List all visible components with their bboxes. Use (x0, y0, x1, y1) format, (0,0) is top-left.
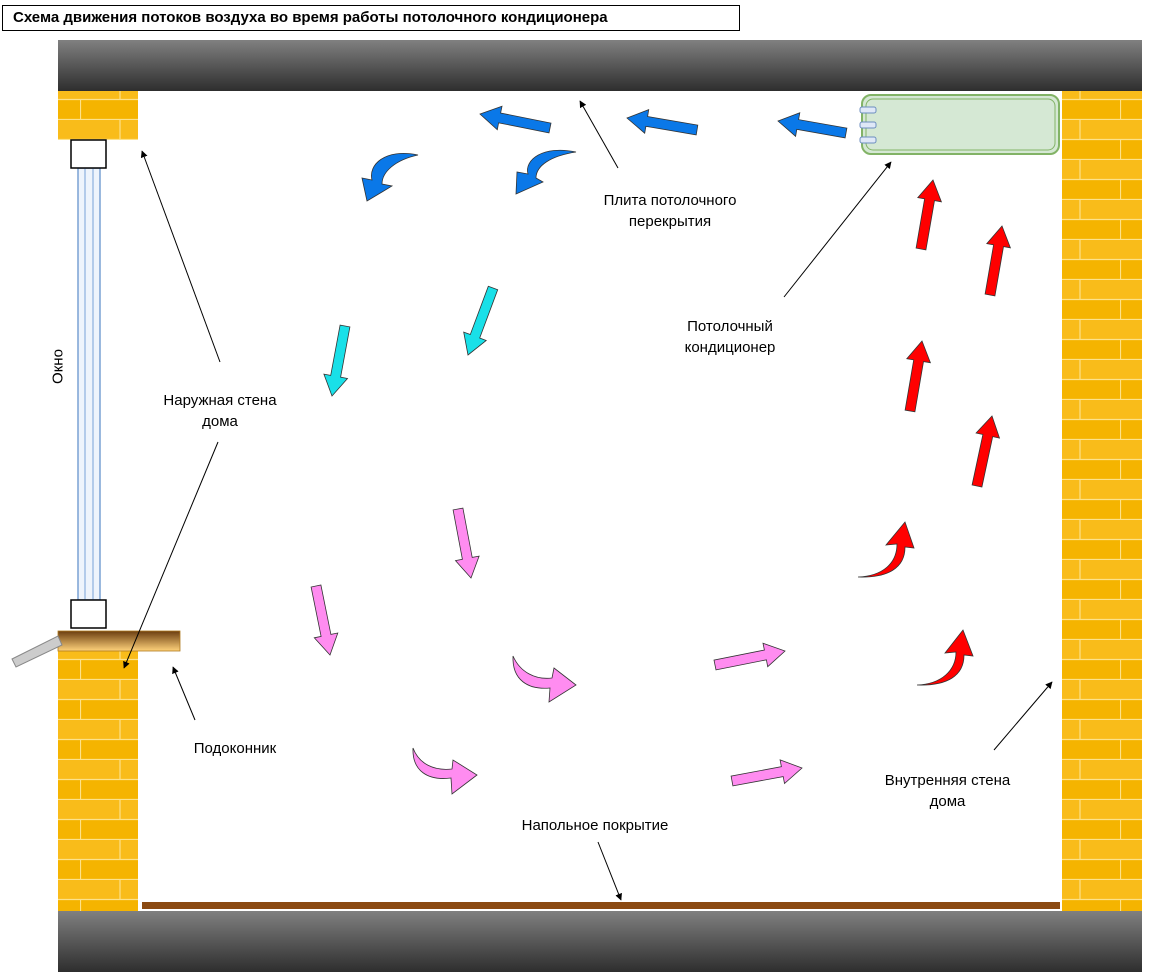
mixed-air-arrow (713, 642, 786, 671)
cold-air-arrow (777, 112, 848, 139)
warm-air-arrow (904, 340, 932, 413)
pointer-lines (123, 100, 1053, 901)
floor-slab (58, 911, 1142, 972)
warm-air-arrow (971, 415, 1001, 488)
diagram-title: Схема движения потоков воздуха во время … (2, 5, 740, 31)
window-sill (11, 630, 181, 668)
label-ceiling-slab: Плита потолочного перекрытия (603, 192, 737, 230)
mixed-air-curve-arrow (512, 655, 577, 703)
cool-air-arrow (463, 285, 499, 356)
label-ceiling-ac: Потолочный кондиционер (684, 318, 776, 356)
mixed-air-arrow (310, 584, 339, 656)
label-floor: Напольное покрытие (521, 817, 669, 834)
warm-air-curve-arrow (916, 629, 974, 686)
mixed-air-arrow (452, 507, 480, 579)
warm-air-curve-arrow (857, 521, 915, 578)
window (70, 139, 107, 629)
mixed-air-arrow (730, 759, 803, 787)
inner-wall (1062, 91, 1142, 911)
warm-air-arrow (915, 179, 943, 251)
cold-air-curve-arrow (361, 153, 419, 202)
label-window-sill: Подоконник (193, 740, 277, 757)
cold-air-curve-arrow (515, 149, 577, 195)
label-window: Окно (49, 349, 67, 384)
warm-air-arrow (984, 225, 1012, 297)
label-outer-wall: Наружная стена дома (163, 392, 277, 430)
outer-wall-bottom (58, 651, 138, 911)
cold-air-arrow (626, 108, 699, 136)
mixed-air-curve-arrow (412, 747, 478, 795)
ceiling-slab (58, 40, 1142, 91)
cold-air-arrow (479, 105, 552, 134)
label-inner-wall: Внутренняя стена дома (884, 772, 1011, 810)
outer-wall-top (58, 91, 138, 140)
floor-covering (142, 902, 1060, 909)
ceiling-ac-unit (859, 94, 1060, 155)
cool-air-arrow (323, 324, 351, 397)
